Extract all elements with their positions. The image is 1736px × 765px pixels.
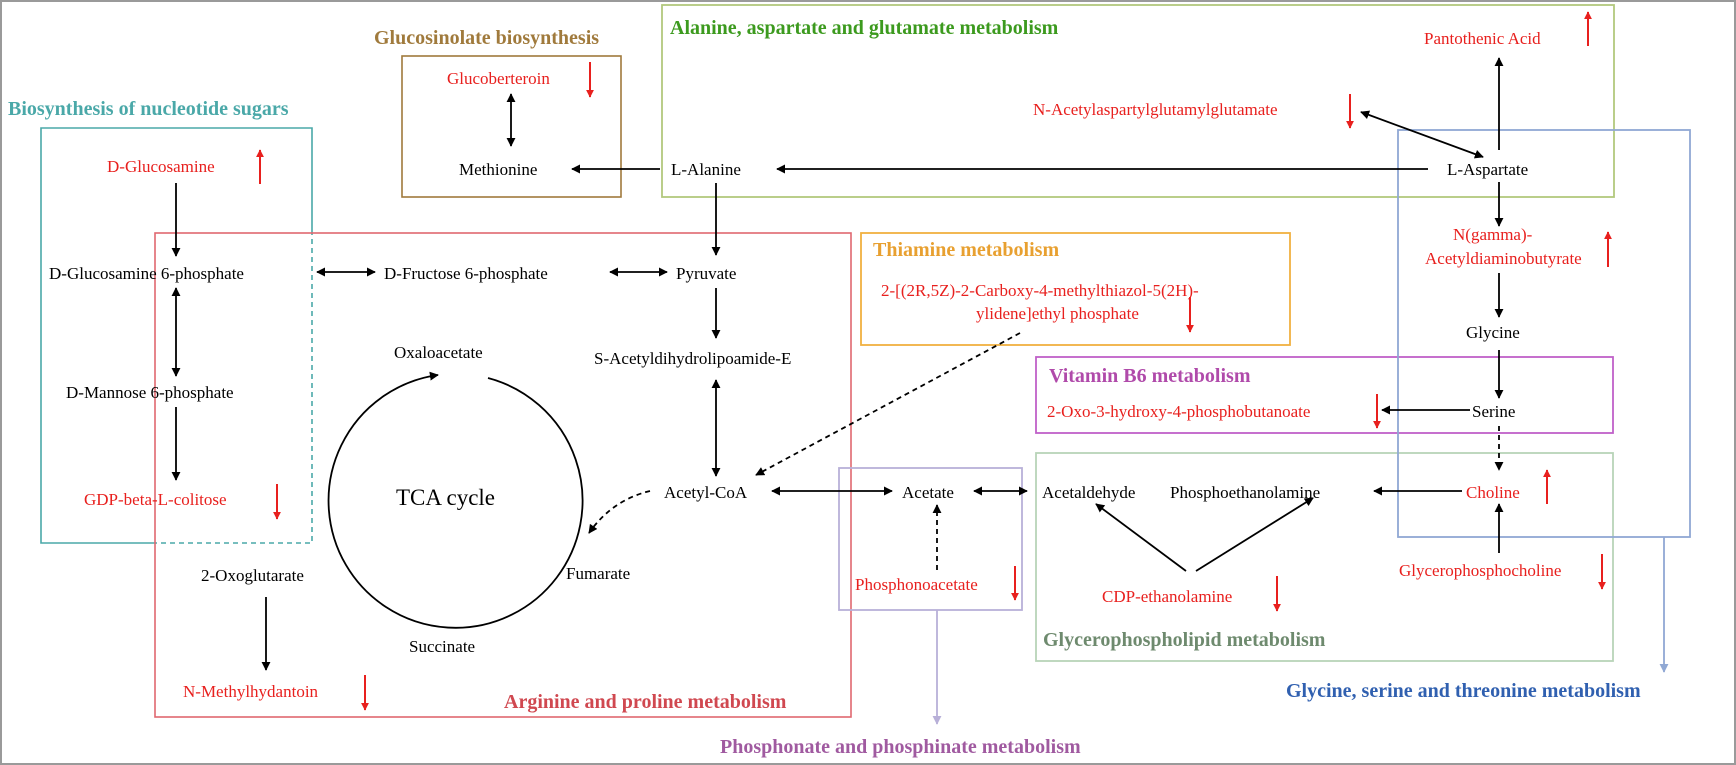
title-glycerophospholipid: Glycerophospholipid metabolism <box>1043 629 1326 651</box>
label-ngamma-line1: N(gamma)- <box>1453 225 1533 244</box>
pathway-boxes <box>40 4 1691 725</box>
box-glycine <box>1397 129 1691 538</box>
label-glycine: Glycine <box>1466 323 1520 342</box>
label-acetaldehyde: Acetaldehyde <box>1042 483 1135 502</box>
label-oxoglutarate: 2-Oxoglutarate <box>201 566 304 585</box>
label-serine: Serine <box>1472 402 1515 421</box>
pathway-titles: Biosynthesis of nucleotide sugars Glucos… <box>8 17 1641 758</box>
label-n-acetylaspartyl: N-Acetylaspartylglutamylglutamate <box>1033 100 1278 119</box>
metabolite-labels: Methionine L-Alanine L-Aspartate D-Gluco… <box>49 160 1528 656</box>
title-thiamine: Thiamine metabolism <box>873 239 1059 261</box>
label-ngamma-line2: Acetyldiaminobutyrate <box>1425 249 1582 268</box>
label-thiazol-line2: ylidene]ethyl phosphate <box>976 304 1139 323</box>
label-oxaloacetate: Oxaloacetate <box>394 343 483 362</box>
title-glycine: Glycine, serine and threonine metabolism <box>1286 680 1641 702</box>
label-phosphonoacetate: Phosphonoacetate <box>855 575 978 594</box>
label-pyruvate: Pyruvate <box>676 264 736 283</box>
box-alanine <box>661 4 1615 198</box>
label-glycerophosphocholine: Glycerophosphocholine <box>1399 561 1561 580</box>
box-nucleotide-sugars-dashed <box>155 230 313 544</box>
label-s-acetyl: S-Acetyldihydrolipoamide-E <box>594 349 791 368</box>
title-glucosinolate: Glucosinolate biosynthesis <box>374 27 599 49</box>
label-oxo-hydroxy: 2-Oxo-3-hydroxy-4-phosphobutanoate <box>1047 402 1310 421</box>
title-vitamin-b6: Vitamin B6 metabolism <box>1049 365 1251 387</box>
label-methionine: Methionine <box>459 160 537 179</box>
label-choline: Choline <box>1466 483 1520 502</box>
label-d-glucosamine: D-Glucosamine <box>107 157 215 176</box>
arrow-aspartate-nacetyl <box>1360 110 1484 159</box>
box-glycerophospholipid <box>1035 452 1614 662</box>
title-phosphonate: Phosphonate and phosphinate metabolism <box>720 736 1081 758</box>
title-nucleotide-sugars: Biosynthesis of nucleotide sugars <box>8 98 289 120</box>
title-alanine: Alanine, aspartate and glutamate metabol… <box>670 17 1059 39</box>
label-l-alanine: L-Alanine <box>671 160 741 179</box>
box-phosphonate <box>838 467 1023 611</box>
regulation-arrows <box>256 11 1612 711</box>
reaction-arrows <box>171 57 1504 671</box>
label-n-methylhydantoin: N-Methylhydantoin <box>183 682 319 701</box>
arrow-acetylcoa-fumarate <box>588 490 651 534</box>
box-thiamine <box>860 232 1291 346</box>
tca-cycle-circle <box>327 371 584 629</box>
label-glucoberteroin: Glucoberteroin <box>447 69 550 88</box>
label-thiazol-line1: 2-[(2R,5Z)-2-Carboxy-4-methylthiazol-5(2… <box>881 281 1199 300</box>
label-tca-cycle: TCA cycle <box>396 485 495 510</box>
box-arginine <box>154 232 852 718</box>
label-phosphoethanolamine: Phosphoethanolamine <box>1170 483 1320 502</box>
box-nucleotide-sugars <box>40 127 313 544</box>
label-l-aspartate: L-Aspartate <box>1447 160 1528 179</box>
box-vitamin-b6 <box>1035 356 1614 434</box>
label-acetyl-coa: Acetyl-CoA <box>664 483 748 502</box>
label-fumarate: Fumarate <box>566 564 630 583</box>
label-man6p: D-Mannose 6-phosphate <box>66 383 234 402</box>
label-gdp-colitose: GDP-beta-L-colitose <box>84 490 227 509</box>
label-acetate: Acetate <box>902 483 954 502</box>
label-glcn6p: D-Glucosamine 6-phosphate <box>49 264 244 283</box>
label-fru6p: D-Fructose 6-phosphate <box>384 264 548 283</box>
label-pantothenic-acid: Pantothenic Acid <box>1424 29 1541 48</box>
regulated-metabolite-labels: Pantothenic Acid Glucoberteroin N-Acetyl… <box>84 29 1582 701</box>
arrow-thiazol-acetylcoa <box>755 332 1021 476</box>
label-succinate: Succinate <box>409 637 475 656</box>
label-cdp-ethanolamine: CDP-ethanolamine <box>1102 587 1232 606</box>
box-glucosinolate <box>401 55 622 198</box>
arrow-cdp-phosphoethanolamine <box>1195 497 1314 572</box>
title-arginine: Arginine and proline metabolism <box>504 691 787 713</box>
arrow-cdp-acetaldehyde <box>1095 503 1187 572</box>
